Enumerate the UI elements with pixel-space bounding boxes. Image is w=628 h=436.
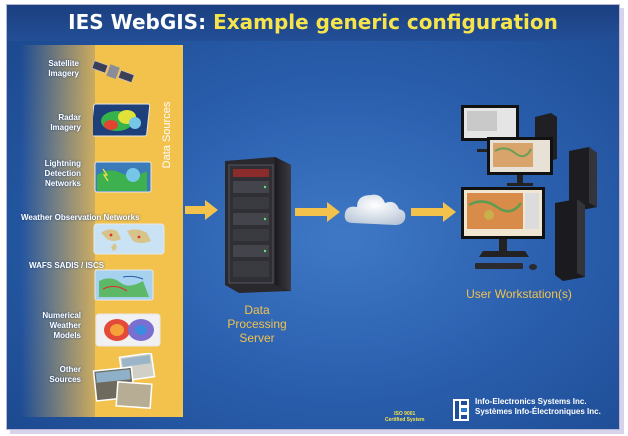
model-map-icon: [95, 313, 161, 347]
diagram-frame: IES WebGIS: Example generic configuratio…: [6, 4, 620, 430]
world-map-icon: [93, 223, 165, 255]
arrow-to-workstations: [411, 202, 456, 222]
company-name-en: Info-Electronics Systems Inc.: [475, 397, 587, 406]
arrow-to-server: [185, 200, 218, 220]
wafs-map-icon: [94, 269, 154, 301]
satellite-icon: [91, 60, 135, 83]
source-label-weather-obs: Weather Observation Networks: [21, 213, 140, 222]
workstation-caption: User Workstation(s): [466, 287, 572, 301]
radar-map-icon: [93, 103, 151, 137]
company-logo-icon: [453, 399, 469, 421]
company-name-fr: Systèmes Info-Électroniques Inc.: [475, 407, 601, 416]
source-label-nwm: Numerical Weather Models: [42, 311, 81, 340]
arrow-to-cloud: [295, 202, 340, 222]
source-label-lightning: Lightning Detection Networks: [44, 159, 81, 188]
source-label-other: Other Sources: [49, 365, 81, 384]
server-caption-line3: Server: [239, 331, 275, 345]
server-rack-icon: [225, 157, 291, 293]
title-part1: IES WebGIS:: [68, 10, 207, 34]
photos-icon: [92, 353, 156, 409]
workstations-icon: [461, 105, 597, 281]
server-caption: Data Processing Server: [217, 303, 297, 345]
company-name: Info-Electronics Systems Inc. Systèmes I…: [475, 397, 601, 417]
source-label-wafs: WAFS SADIS / ISCS: [29, 261, 105, 270]
title-part2: Example generic configuration: [213, 10, 558, 34]
data-sources-label: Data Sources: [161, 101, 173, 169]
iso-line2: Certified System: [385, 417, 425, 423]
title-bar: [7, 5, 619, 41]
iso-certification: ISO 9001 Certified System: [385, 411, 424, 423]
iso-line1: ISO 9001: [394, 411, 416, 417]
source-label-radar: Radar Imagery: [50, 113, 81, 132]
lightning-map-icon: [94, 161, 152, 193]
cloud-icon: [344, 194, 406, 225]
server-caption-line2: Processing: [227, 317, 287, 331]
page-title: IES WebGIS: Example generic configuratio…: [7, 5, 619, 41]
server-caption-line1: Data: [244, 303, 270, 317]
source-label-satellite: Satellite Imagery: [48, 59, 79, 78]
